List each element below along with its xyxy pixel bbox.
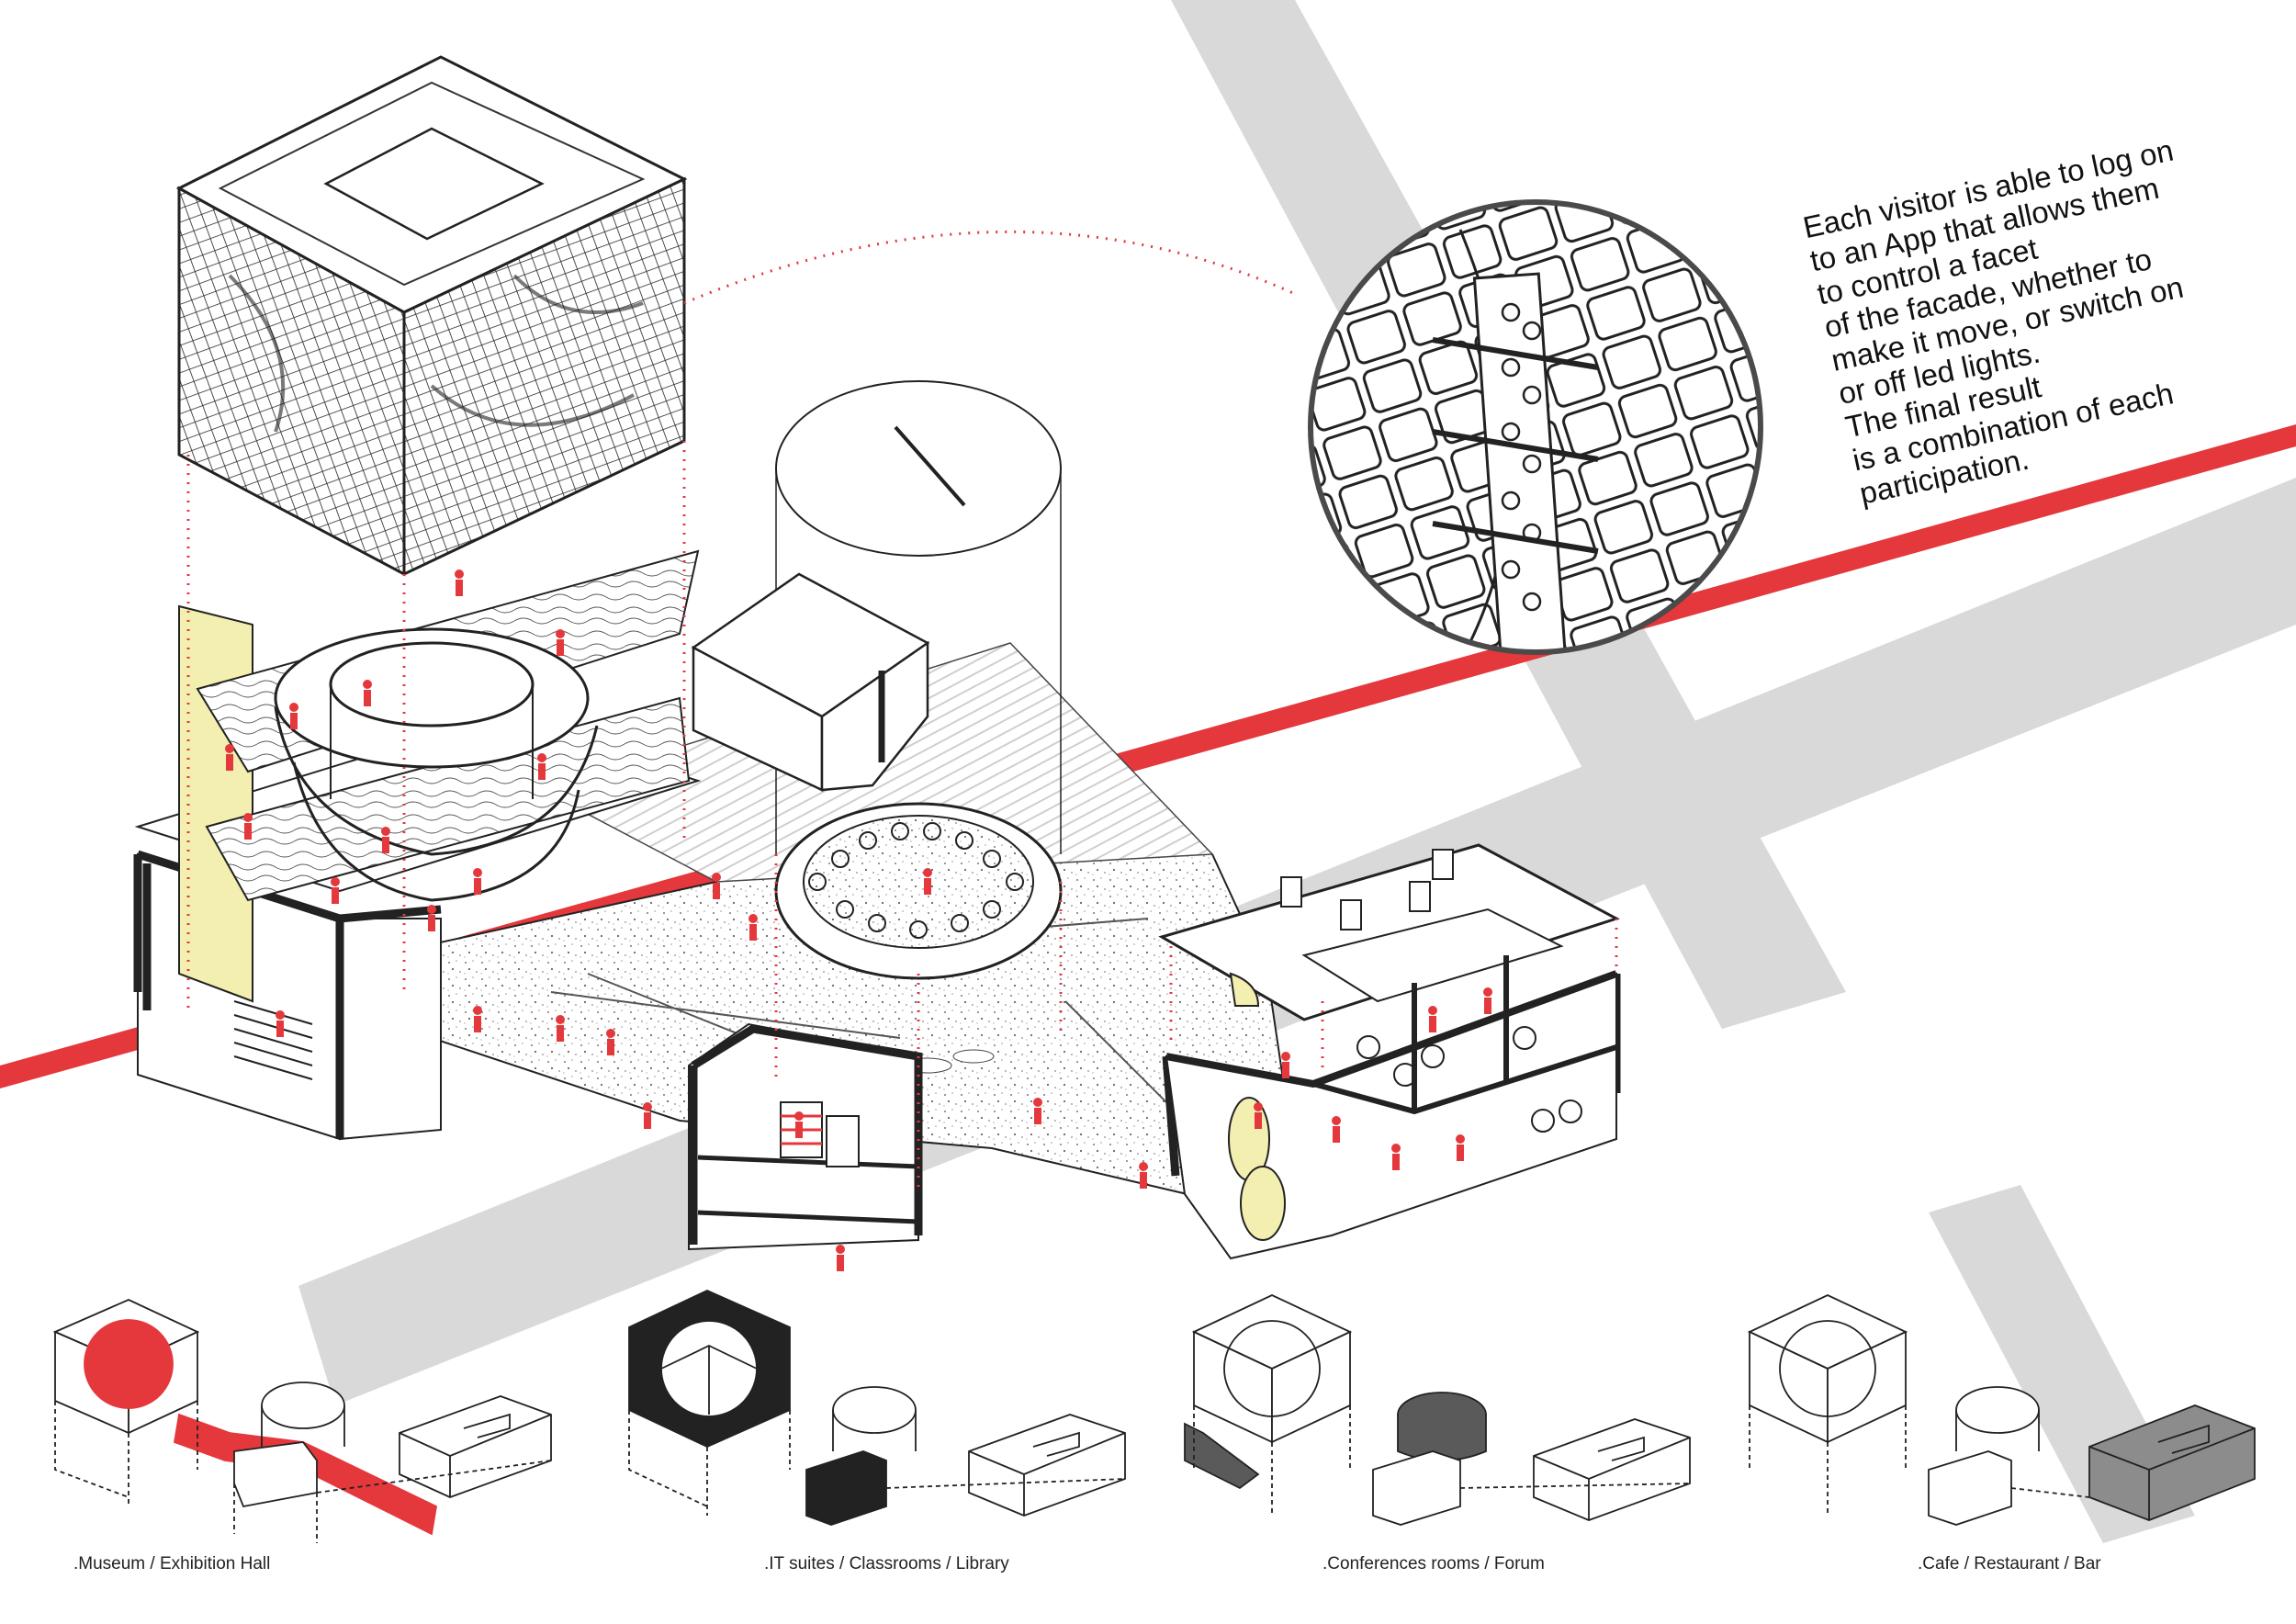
cafe-building: [1158, 843, 1621, 1260]
legend-label-it-suites: .IT suites / Classrooms / Library: [764, 1554, 1009, 1573]
facade-detail-zoom: [1308, 199, 1763, 655]
dotted-connectors: [186, 230, 1618, 1194]
cylinder-volume: [774, 380, 1063, 980]
legend-label-museum: .Museum / Exhibition Hall: [73, 1554, 271, 1573]
legend-diagram-cafe: [1747, 1294, 2256, 1526]
museum-building: [133, 549, 702, 1141]
legend-diagram-museum: [52, 1299, 552, 1543]
legend-diagram-it-suites: [628, 1290, 1126, 1526]
floating-facade-cube: [175, 55, 688, 577]
legend-diagram-conferences: [1184, 1294, 1691, 1526]
legend-label-cafe: .Cafe / Restaurant / Bar: [1918, 1554, 2101, 1573]
floating-box: [691, 572, 930, 792]
legend-label-conferences: .Conferences rooms / Forum: [1322, 1554, 1545, 1573]
people-figures: [225, 570, 1492, 1271]
museum-stairs: [233, 1000, 313, 1080]
library-building: [688, 1022, 923, 1251]
